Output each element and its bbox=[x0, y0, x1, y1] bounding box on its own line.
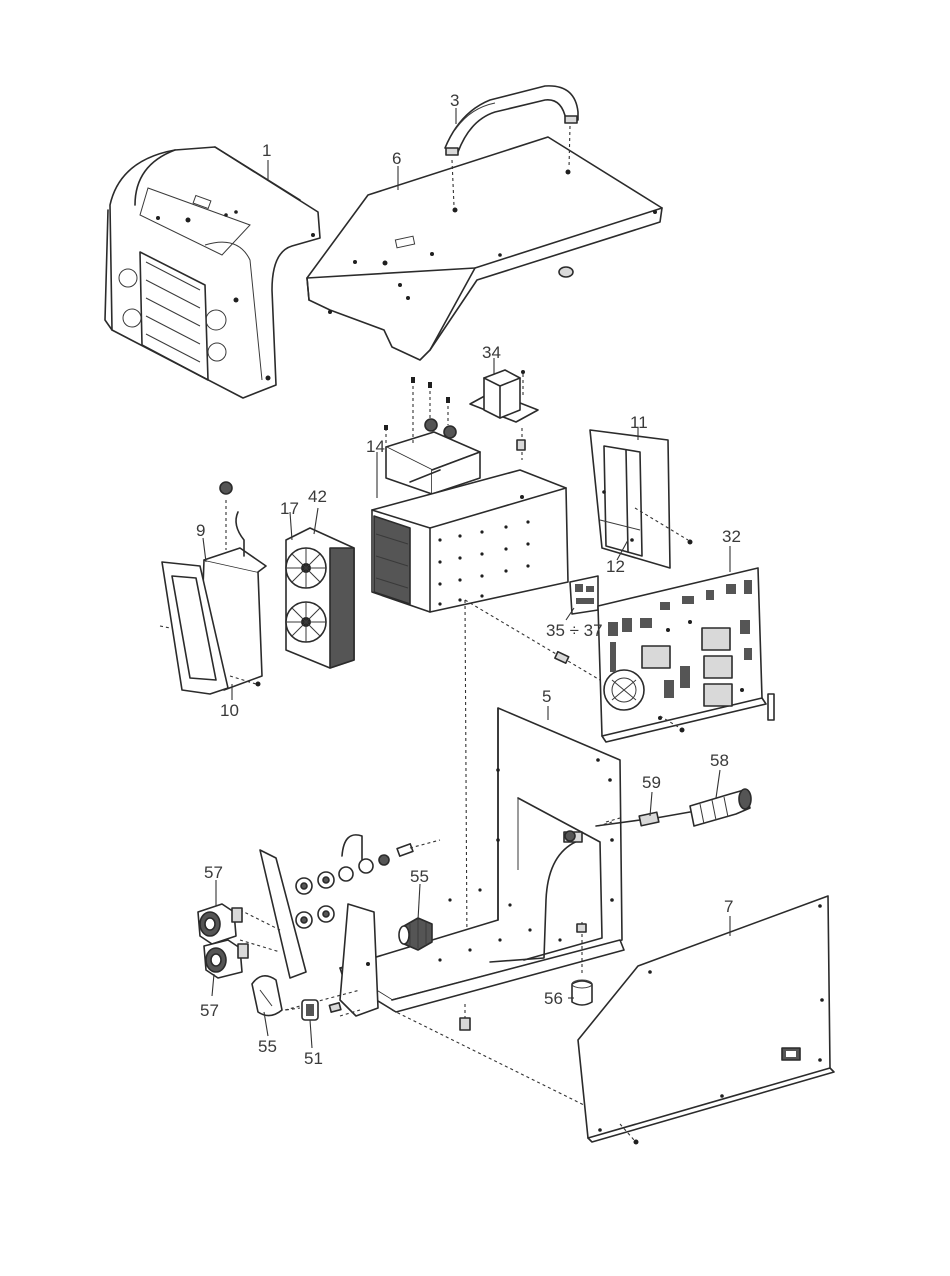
callout-1: 1 bbox=[262, 141, 271, 160]
callout-7: 7 bbox=[724, 897, 733, 916]
callout-5: 5 bbox=[542, 687, 551, 706]
callout-59: 59 bbox=[642, 773, 661, 792]
part-11-bracket-plate bbox=[590, 430, 693, 568]
callout-57-upper: 57 bbox=[204, 863, 223, 882]
callout-51: 51 bbox=[304, 1049, 323, 1068]
callout-35-37: 35 ÷ 37 bbox=[546, 621, 603, 640]
callout-57-lower: 57 bbox=[200, 1001, 219, 1020]
part-58-mains-plug bbox=[656, 789, 751, 826]
callout-6: 6 bbox=[392, 149, 401, 168]
callout-10: 10 bbox=[220, 701, 239, 720]
callout-42: 42 bbox=[308, 487, 327, 506]
part-55-knob-lower bbox=[252, 976, 282, 1016]
part-57-connector-lower bbox=[204, 940, 248, 978]
part-1-front-panel bbox=[105, 147, 320, 398]
callout-56: 56 bbox=[544, 989, 563, 1008]
callout-17: 17 bbox=[280, 499, 299, 518]
part-55-knob-center bbox=[399, 918, 432, 950]
callout-55-lower: 55 bbox=[258, 1037, 277, 1056]
callout-11: 11 bbox=[630, 413, 648, 432]
part-57-connector-upper bbox=[198, 904, 242, 944]
callout-58: 58 bbox=[710, 751, 729, 770]
callout-55-center: 55 bbox=[410, 867, 429, 886]
callout-34: 34 bbox=[482, 343, 501, 362]
callout-9: 9 bbox=[196, 521, 205, 540]
part-17-42-fans bbox=[286, 528, 354, 668]
callout-14: 14 bbox=[366, 437, 385, 456]
callout-3: 3 bbox=[450, 91, 459, 110]
part-51-switch bbox=[286, 1000, 341, 1020]
part-9-frame-assembly bbox=[160, 482, 266, 694]
part-14-bracket bbox=[384, 377, 480, 494]
callout-32: 32 bbox=[722, 527, 741, 546]
part-34-transformer bbox=[470, 370, 538, 460]
part-6-top-cover bbox=[307, 137, 662, 360]
callout-12: 12 bbox=[606, 557, 625, 576]
